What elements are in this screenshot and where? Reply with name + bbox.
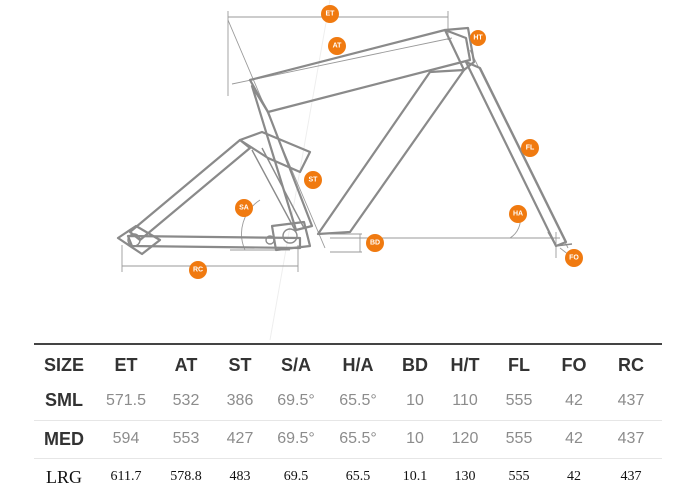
- table-cell: 555: [490, 457, 548, 496]
- header-fo: FO: [561, 354, 587, 375]
- header-fl: FL: [508, 354, 530, 375]
- header-rc: RC: [618, 354, 644, 375]
- table-cell: 42: [565, 391, 583, 409]
- svg-text:HT: HT: [473, 35, 483, 42]
- header-at: AT: [174, 354, 198, 375]
- svg-text:FL: FL: [526, 145, 535, 152]
- table-cell: 553: [158, 419, 214, 458]
- header-bd: BD: [402, 354, 428, 375]
- frame-geometry-diagram: ET AT HT ST SA FL HA BD FO RC: [116, 0, 583, 340]
- size-cell: SML: [45, 390, 83, 411]
- header-ha: H/A: [342, 354, 374, 375]
- svg-text:ET: ET: [326, 11, 336, 18]
- header-ht: H/T: [450, 354, 480, 375]
- svg-text:SA: SA: [239, 205, 249, 212]
- svg-text:AT: AT: [333, 43, 343, 50]
- svg-text:ST: ST: [309, 177, 319, 184]
- header-et: ET: [114, 354, 138, 375]
- table-cell: 594: [94, 419, 158, 458]
- badge-ht: HT: [470, 30, 486, 46]
- table-cell: 437: [617, 391, 645, 409]
- table-cell: 130: [440, 457, 490, 496]
- svg-text:RC: RC: [193, 267, 203, 274]
- table-cell: 437: [600, 457, 662, 496]
- table-cell: 120: [440, 419, 490, 458]
- badge-rc: RC: [189, 261, 207, 279]
- header-size: SIZE: [43, 354, 84, 375]
- badge-ha: HA: [509, 205, 527, 223]
- svg-text:BD: BD: [370, 240, 380, 247]
- table-cell: 65.5: [326, 457, 390, 496]
- bike-frame: [116, 26, 573, 256]
- table-cell: 65.5°: [339, 391, 377, 409]
- svg-text:HA: HA: [513, 211, 523, 218]
- table-cell: 571.5: [105, 391, 147, 409]
- badge-st: ST: [304, 171, 322, 189]
- table-cell: 555: [505, 391, 533, 409]
- table-top-rule: [34, 343, 662, 345]
- table-cell: 611.7: [94, 457, 158, 496]
- geometry-table: SIZE ET AT ST S/A H/A BD H/T FL FO RC SM…: [34, 348, 662, 496]
- badge-at: AT: [328, 37, 346, 55]
- table-cell: 10: [390, 419, 440, 458]
- size-cell: LRG: [34, 457, 94, 496]
- size-cell: MED: [34, 419, 94, 458]
- table-cell: 578.8: [158, 457, 214, 496]
- table-cell: 386: [226, 391, 254, 409]
- svg-text:FO: FO: [569, 255, 579, 262]
- table-row: LRG 611.7 578.8 483 69.5 65.5 10.1 130 5…: [34, 457, 662, 496]
- table-cell: 427: [214, 419, 266, 458]
- table-cell: 437: [600, 419, 662, 458]
- badge-fl: FL: [521, 139, 539, 157]
- table-cell: 69.5°: [277, 391, 315, 409]
- badge-bd: BD: [366, 234, 384, 252]
- header-st: ST: [228, 354, 252, 375]
- table-header-row: SIZE ET AT ST S/A H/A BD H/T FL FO RC: [34, 348, 662, 382]
- table-cell: 10.1: [390, 457, 440, 496]
- table-cell: 69.5: [266, 457, 326, 496]
- table-cell: 483: [214, 457, 266, 496]
- table-cell: 42: [548, 419, 600, 458]
- table-cell: 42: [548, 457, 600, 496]
- table-cell: 10: [406, 391, 424, 409]
- badge-et: ET: [321, 5, 339, 23]
- table-cell: 555: [490, 419, 548, 458]
- header-sa: S/A: [280, 354, 311, 375]
- table-cell: 110: [452, 391, 478, 409]
- badge-sa: SA: [235, 199, 253, 217]
- table-cell: 532: [172, 391, 200, 409]
- badge-fo: FO: [565, 249, 583, 267]
- table-cell: 69.5°: [266, 419, 326, 458]
- table-row: MED 594 553 427 69.5° 65.5° 10 120 555 4…: [34, 419, 662, 458]
- table-row: SML 571.5 532 386 69.5° 65.5° 10 110 555…: [34, 382, 662, 420]
- table-cell: 65.5°: [326, 419, 390, 458]
